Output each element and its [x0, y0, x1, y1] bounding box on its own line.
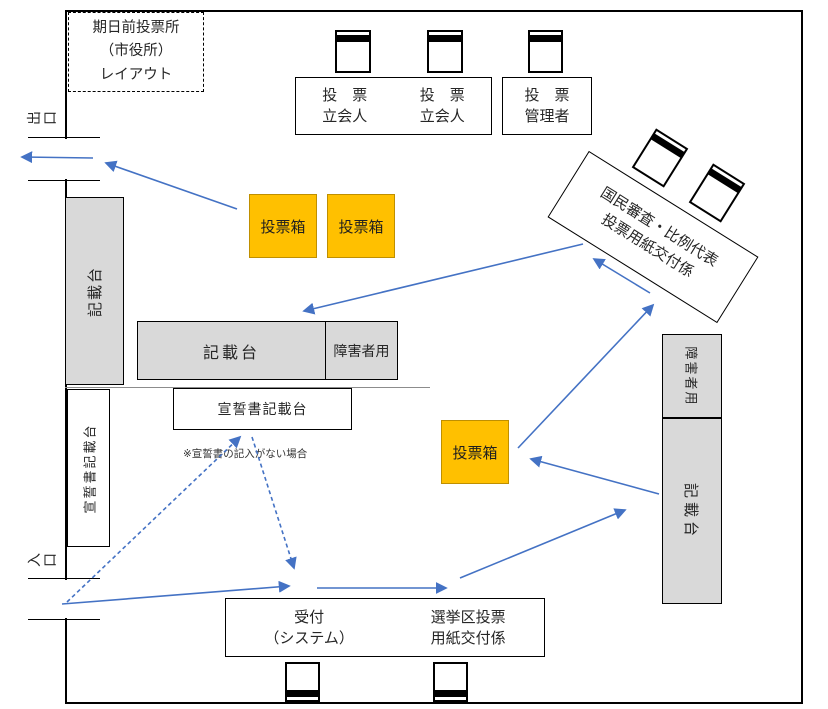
chair-icon: [427, 30, 463, 73]
ballot-box: 投票箱: [441, 420, 509, 484]
writing-desk-right: 記載台: [662, 418, 722, 604]
district-ballot-desk-label: 選挙区投票 用紙交付係: [430, 608, 506, 647]
reception-label: 受付 （システム）: [264, 608, 354, 647]
witness-seat: 投 票 立会人: [419, 87, 465, 125]
manager-table: 投 票 管理者: [502, 77, 592, 135]
entrance-door-gap: [61, 580, 71, 618]
oath-writing-desk-left: 宣誓書記載台: [67, 389, 110, 547]
oath-writing-desk-center: 宣誓書記載台: [173, 388, 352, 430]
exit-door-mark: [28, 180, 100, 181]
note-text: ※宣誓書の記入がない場合: [183, 448, 308, 460]
writing-desk-left: 記載台: [65, 197, 124, 385]
witness-table: 投 票 立会人 投 票 立会人: [295, 77, 492, 135]
entrance-label: 入 口: [26, 553, 58, 567]
exit-door-gap: [61, 139, 71, 179]
exit-label: 出 口: [26, 111, 58, 125]
disabled-section-right: 障害者用: [662, 334, 722, 418]
witness-seat: 投 票 立会人: [322, 87, 368, 125]
exit-door-mark: [28, 137, 100, 138]
partition-line: [65, 387, 430, 388]
title-line: （市役所）: [99, 43, 173, 60]
chair-icon: [335, 30, 371, 73]
ballot-box: 投票箱: [249, 194, 317, 258]
chair-icon: [433, 662, 468, 702]
title-line: レイアウト: [99, 66, 173, 83]
writing-desk-center-label: 記載台: [138, 322, 326, 379]
disabled-section-center: 障害者用: [333, 342, 390, 359]
title-line: 期日前投票所: [92, 20, 180, 37]
ballot-box: 投票箱: [327, 194, 395, 258]
title-box: 期日前投票所 （市役所） レイアウト: [68, 12, 204, 92]
writing-desk-center: 記載台 障害者用: [137, 321, 398, 380]
entrance-door-mark: [28, 619, 100, 620]
chair-icon: [528, 30, 563, 73]
chair-icon: [285, 662, 320, 702]
entrance-door-mark: [28, 578, 100, 579]
reception-desk: 受付 （システム） 選挙区投票 用紙交付係: [225, 598, 545, 657]
